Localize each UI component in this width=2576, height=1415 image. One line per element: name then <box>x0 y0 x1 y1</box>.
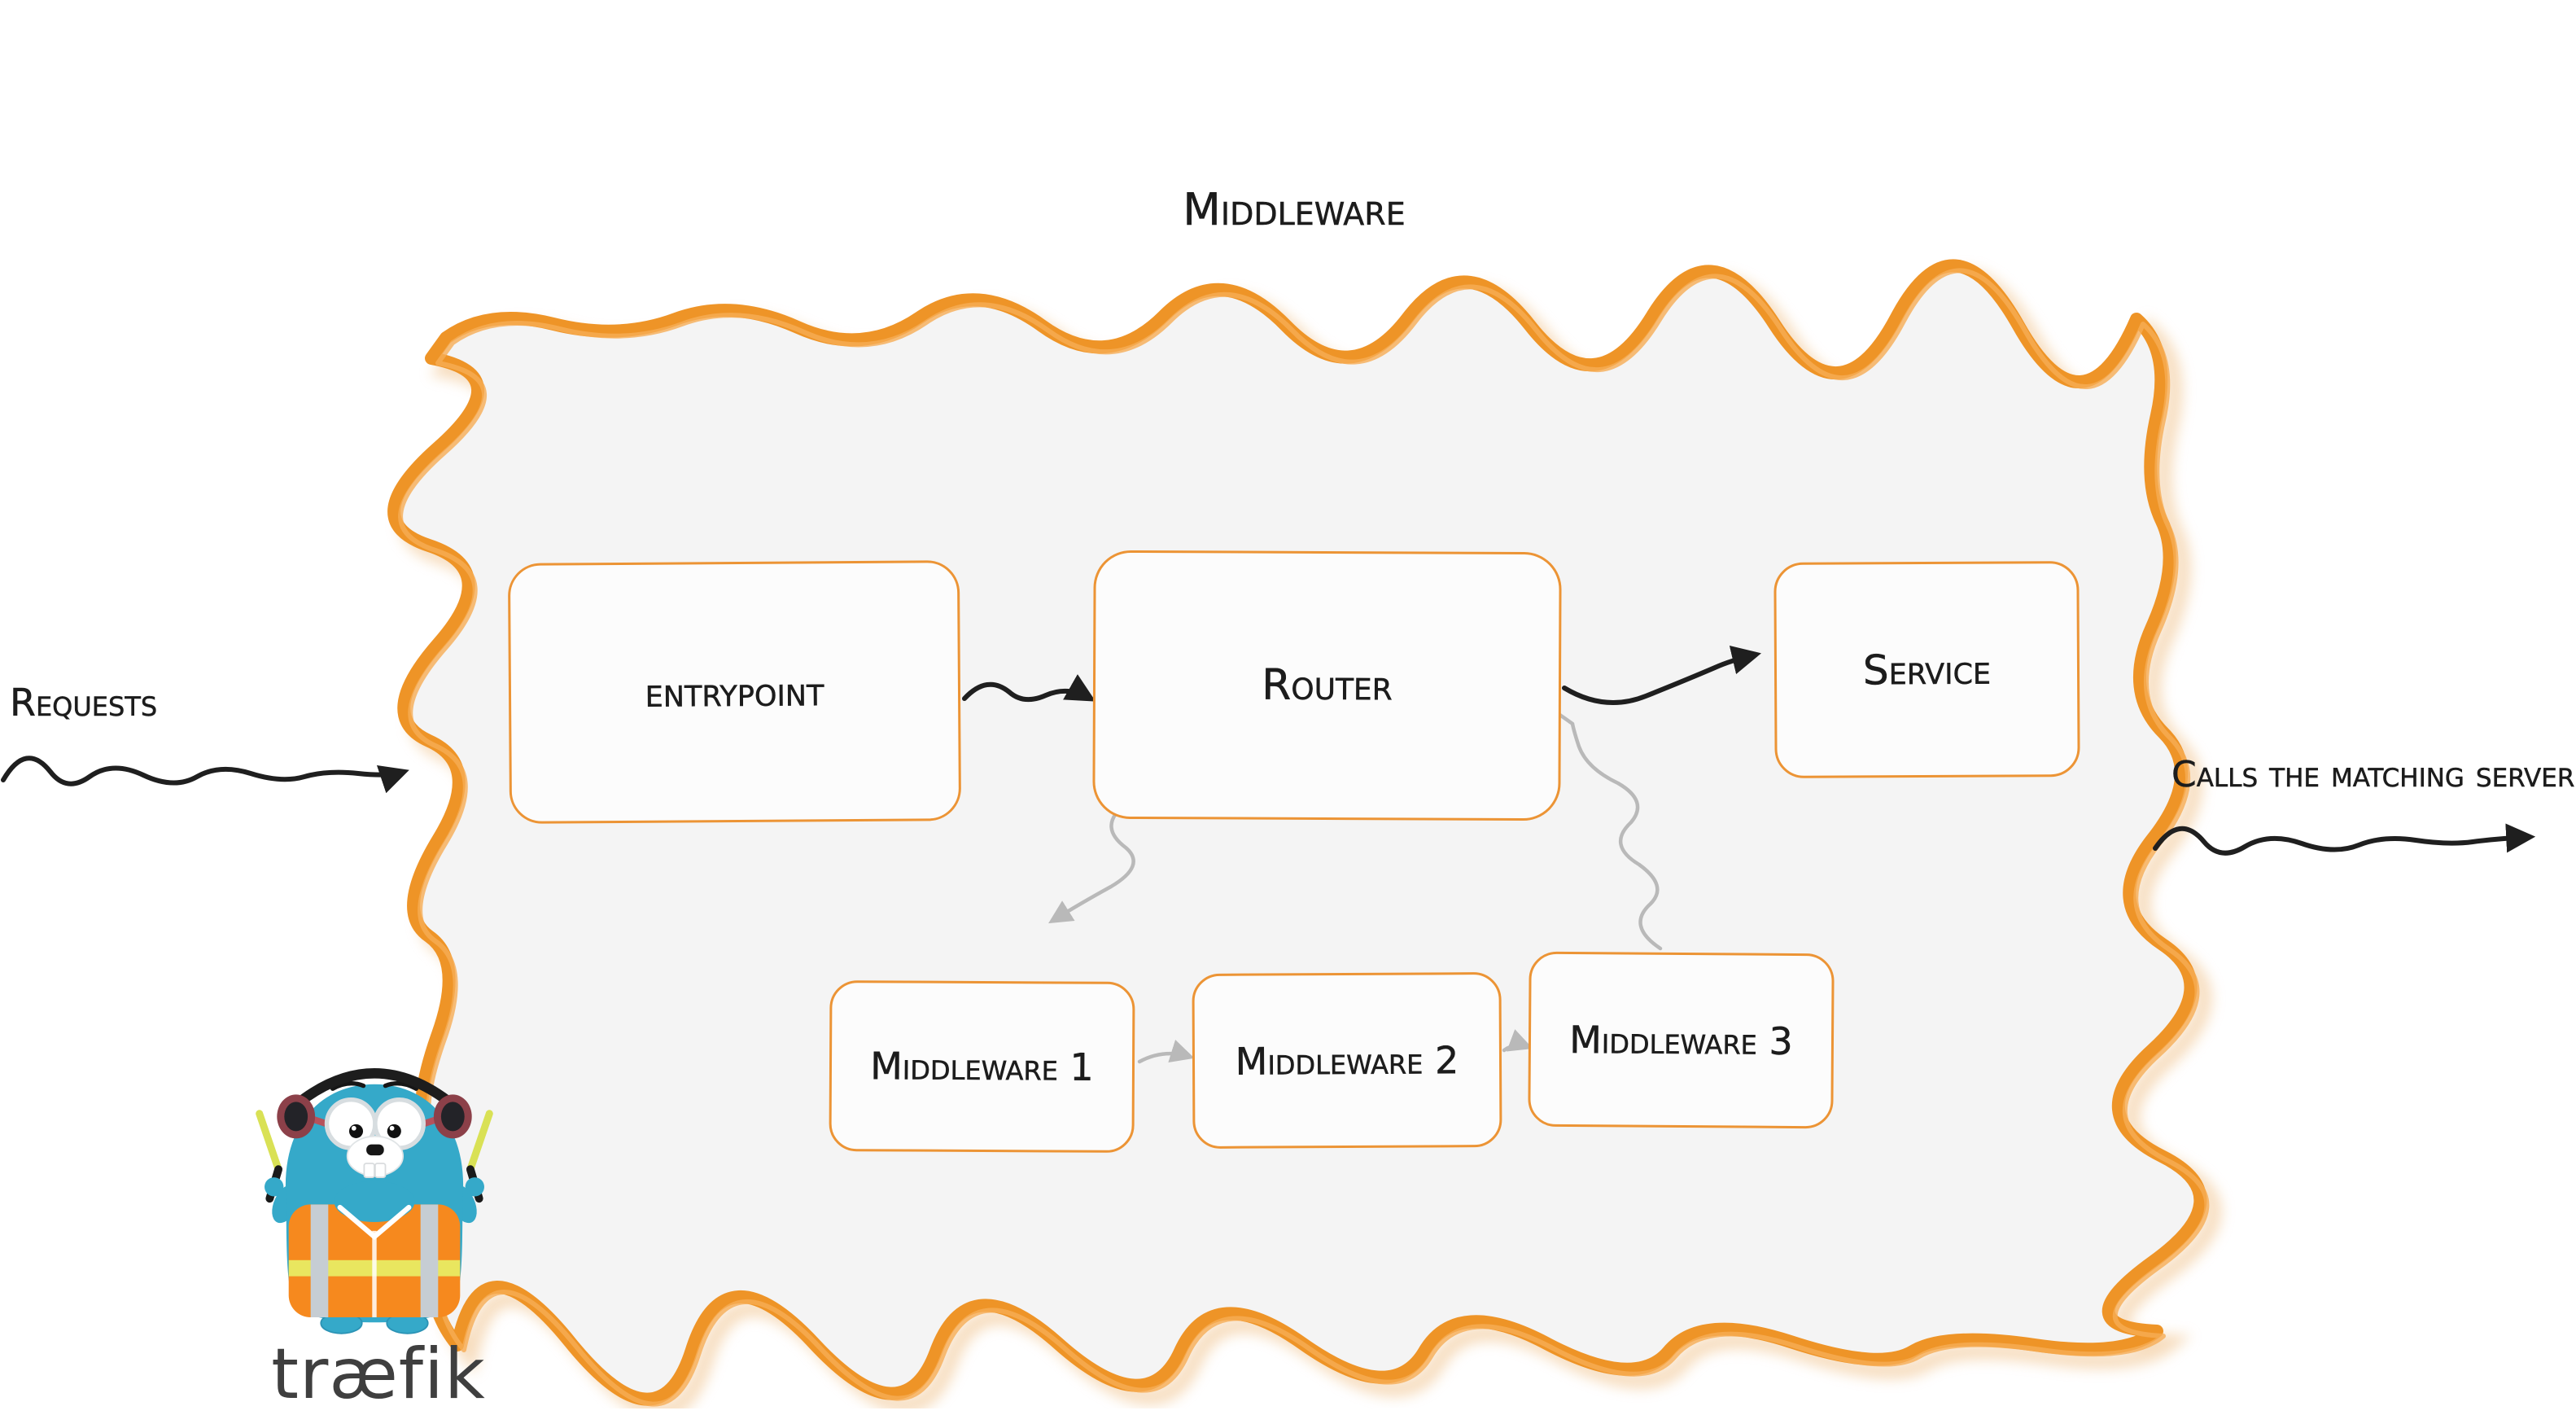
node-service: Service <box>1773 561 2080 778</box>
left-eye-highlight <box>351 1125 356 1131</box>
node-middleware-2-label: Middleware 2 <box>1235 1037 1459 1084</box>
left-brow <box>330 1081 366 1091</box>
node-router: Router <box>1092 550 1562 821</box>
right-earcup-pad <box>440 1102 465 1132</box>
left-earcup-pad <box>284 1102 308 1132</box>
requests-label: Requests <box>10 681 158 725</box>
left-wand-icon <box>256 1110 282 1173</box>
node-middleware-2: Middleware 2 <box>1192 972 1502 1149</box>
left-tooth <box>363 1163 375 1178</box>
arrow-service-out <box>2153 823 2536 856</box>
right-pupil <box>387 1124 401 1138</box>
node-middleware-3-label: Middleware 3 <box>1569 1017 1793 1063</box>
safety-vest <box>288 1181 461 1317</box>
arrow-middleware3-router <box>1531 696 1663 951</box>
right-tooth <box>374 1163 387 1178</box>
left-goggle-strap <box>313 1116 328 1128</box>
middleware-boundary <box>387 259 2207 1406</box>
nose <box>366 1144 384 1156</box>
node-middleware-3: Middleware 3 <box>1528 951 1835 1129</box>
arrow-requests-in <box>1 756 409 794</box>
node-router-label: Router <box>1262 660 1393 711</box>
headphone-band-icon <box>291 1068 458 1111</box>
arrow-middleware2-middleware3 <box>1502 1029 1533 1053</box>
right-wand-icon <box>466 1110 493 1173</box>
diagram-title: Middleware <box>1183 184 1406 236</box>
node-entrypoint-label: entrypoint <box>645 668 824 716</box>
arrow-router-service <box>1562 646 1762 705</box>
traefik-gopher-mascot <box>256 1068 493 1334</box>
right-brow <box>383 1081 418 1091</box>
node-entrypoint: entrypoint <box>507 560 962 824</box>
left-hand <box>265 1177 284 1197</box>
right-eye-highlight <box>389 1125 395 1131</box>
node-middleware-1: Middleware 1 <box>829 980 1135 1153</box>
node-middleware-1-label: Middleware 1 <box>870 1044 1094 1089</box>
node-service-label: Service <box>1862 646 1992 694</box>
arrow-entrypoint-router <box>962 674 1096 703</box>
right-hand <box>465 1177 484 1197</box>
traefik-wordmark: træfik <box>271 1334 486 1415</box>
calls-matching-server-label: Calls the matching server <box>2171 754 2575 796</box>
left-pupil <box>348 1124 364 1138</box>
arrow-middleware1-middleware2 <box>1137 1040 1195 1064</box>
